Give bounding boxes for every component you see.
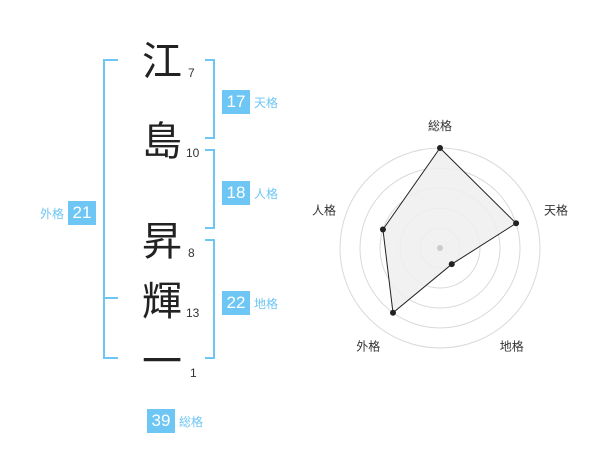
- stroke-count-4: 13: [186, 306, 200, 320]
- chikaku-bracket: [205, 239, 215, 359]
- stroke-count-1: 7: [188, 66, 195, 80]
- radar-center-dot: [437, 245, 443, 251]
- chikaku-badge: 22 地格: [222, 291, 278, 315]
- tenkaku-bracket: [205, 59, 215, 139]
- radar-point-3: [448, 261, 455, 268]
- radar-axis-label-5: 人格: [312, 202, 336, 217]
- radar-axis-label-3: 地格: [500, 339, 524, 354]
- soukaku-badge: 39 総格: [147, 409, 203, 433]
- name-char-4: 輝: [142, 279, 182, 325]
- soukaku-value: 39: [147, 409, 175, 433]
- gaikaku-bracket: [103, 59, 118, 359]
- jinkaku-value: 18: [222, 181, 250, 205]
- chikaku-label: 地格: [254, 296, 279, 311]
- name-char-5: 一: [142, 339, 182, 385]
- gaikaku-value: 21: [68, 201, 97, 225]
- jinkaku-label: 人格: [254, 186, 279, 201]
- stroke-count-5: 1: [190, 366, 197, 380]
- tenkaku-value: 17: [222, 90, 250, 114]
- radar-points: [379, 145, 520, 316]
- tenkaku-badge: 17 天格: [222, 90, 278, 114]
- tenkaku-label: 天格: [254, 95, 279, 110]
- stroke-count-2: 10: [186, 146, 200, 160]
- chikaku-value: 22: [222, 291, 250, 315]
- radar-polygon: [382, 147, 517, 314]
- soukaku-label: 総格: [179, 414, 204, 429]
- name-char-2: 島: [142, 119, 182, 165]
- radar-point-2: [513, 220, 520, 227]
- name-char-3: 昇: [142, 219, 182, 265]
- jinkaku-bracket: [205, 149, 215, 229]
- gaikaku-badge: 外格 21: [40, 201, 97, 225]
- stroke-count-3: 8: [188, 246, 195, 260]
- gaikaku-label: 外格: [40, 206, 65, 221]
- radar-point-4: [389, 309, 396, 316]
- radar-point-5: [379, 226, 386, 233]
- name-char-1: 江: [142, 39, 182, 85]
- radar-axis-label-1: 総格: [428, 118, 452, 133]
- jinkaku-badge: 18 人格: [222, 181, 278, 205]
- radar-axis-label-2: 天格: [544, 202, 568, 217]
- radar-axis-label-4: 外格: [356, 339, 380, 354]
- radar-point-1: [437, 145, 443, 151]
